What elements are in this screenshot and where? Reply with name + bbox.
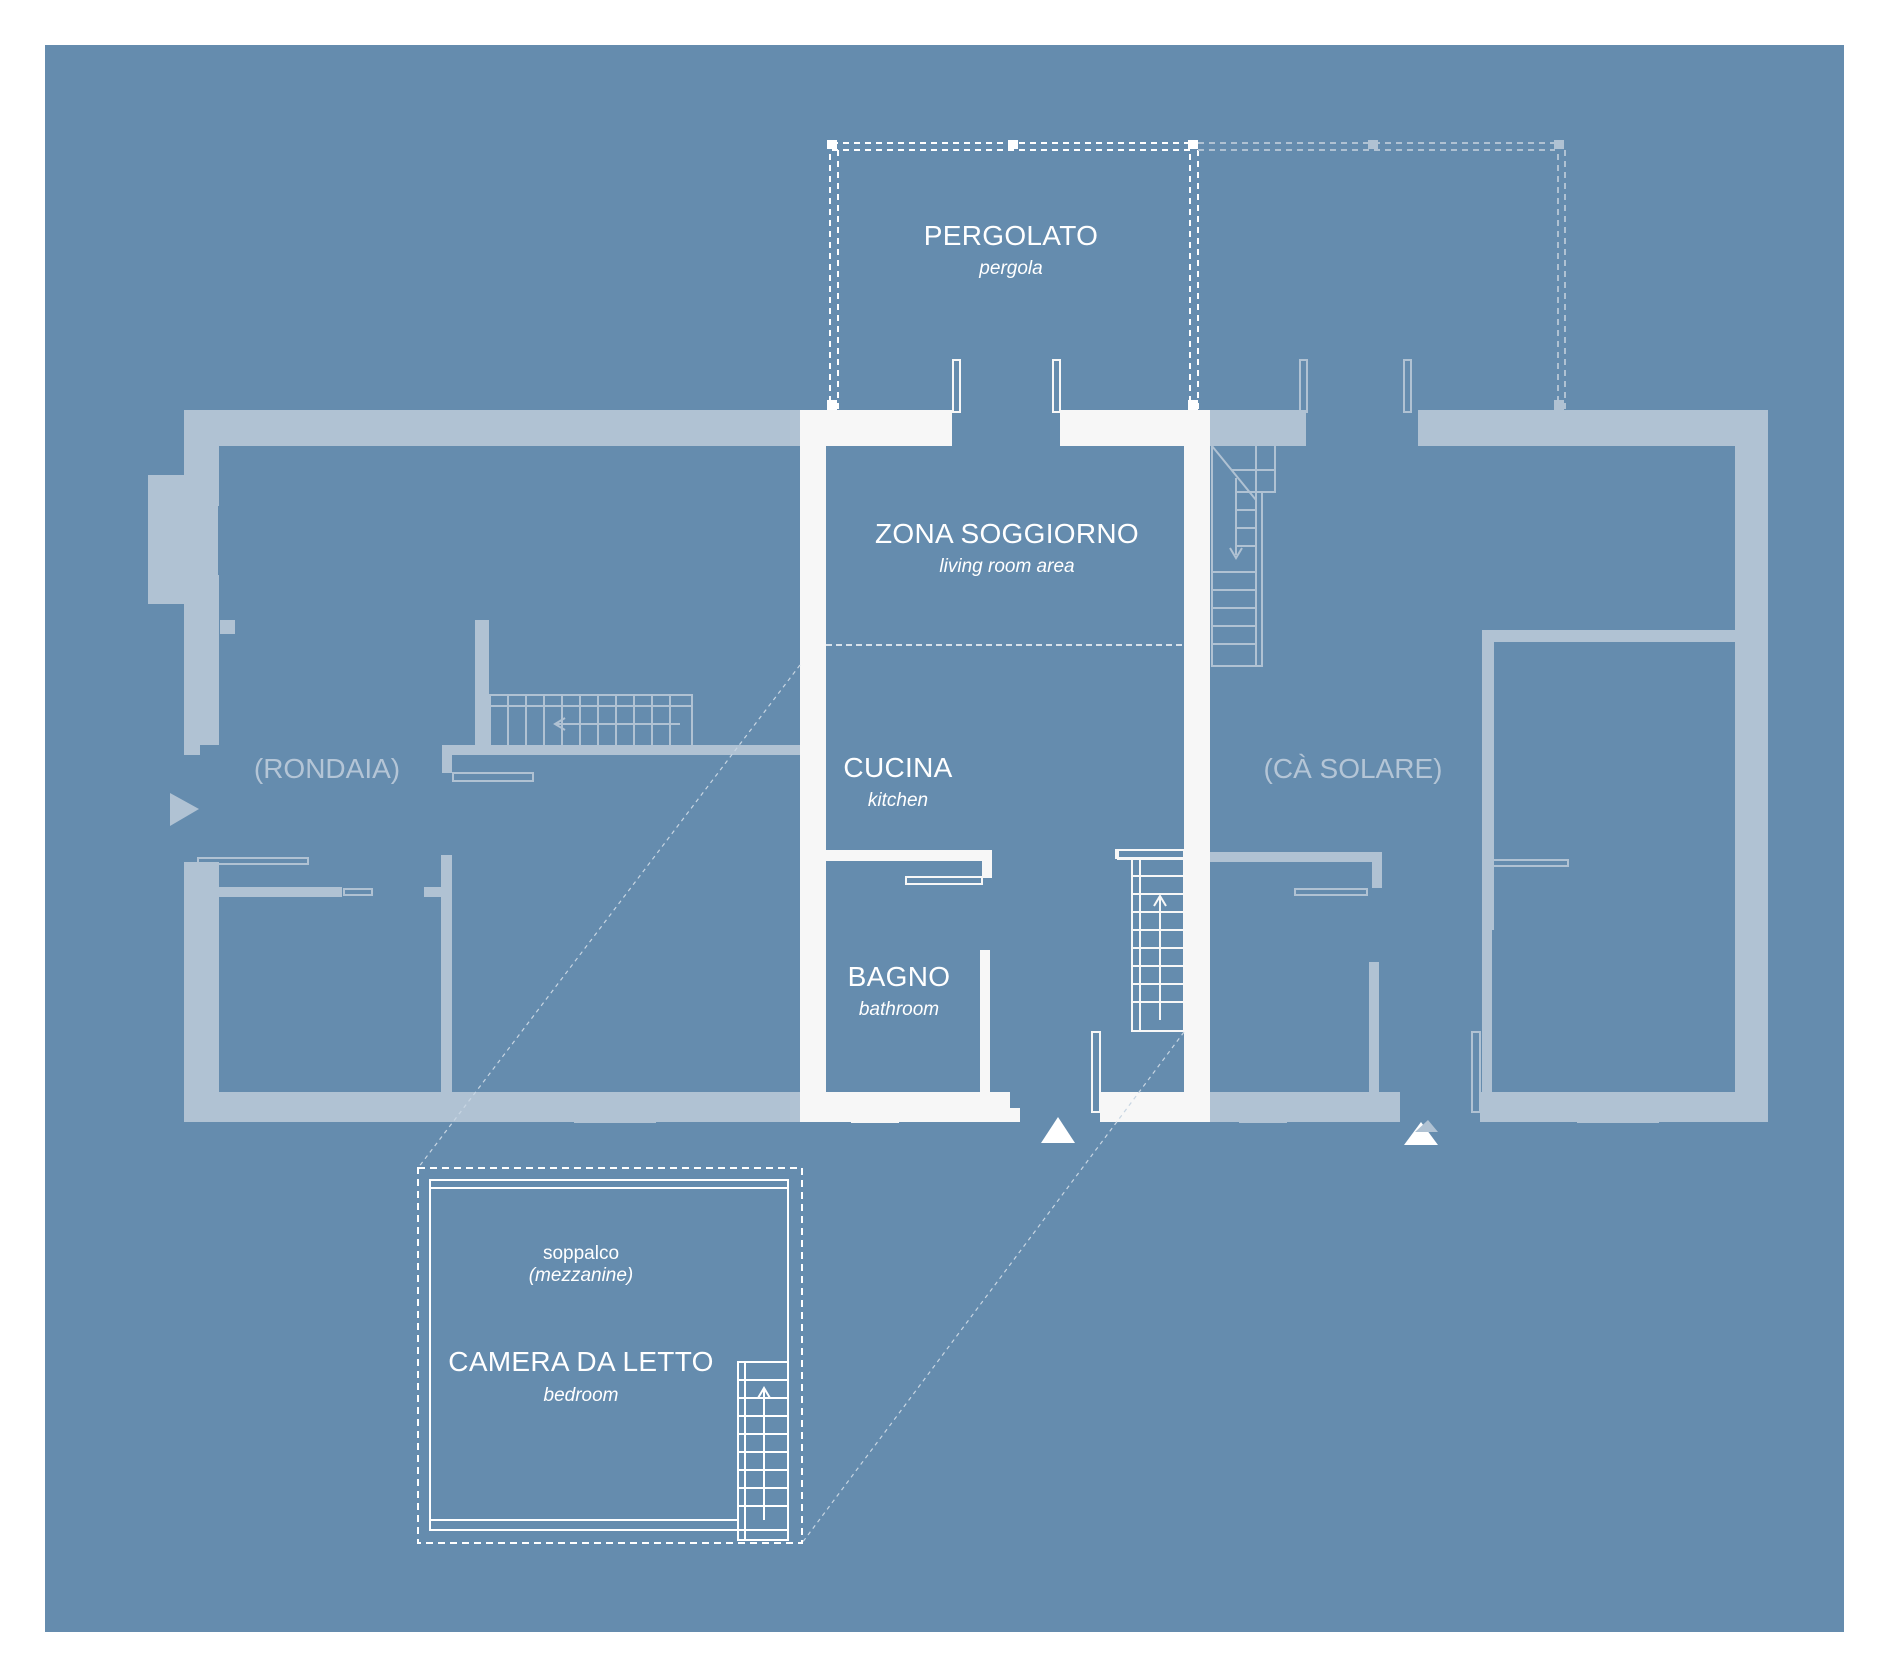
cucina-title: CUCINA bbox=[843, 752, 953, 783]
camera-title: CAMERA DA LETTO bbox=[448, 1346, 714, 1377]
staircase-icon bbox=[1117, 849, 1185, 1032]
entrance-triangle-icon bbox=[1041, 1117, 1075, 1143]
central-walls bbox=[800, 410, 1210, 1122]
ca-solare-details bbox=[1239, 412, 1677, 1123]
bagno-subtitle: bathroom bbox=[858, 999, 940, 1020]
cucina-subtitle: kitchen bbox=[867, 790, 929, 811]
zona-soggiorno-title: ZONA SOGGIORNO bbox=[874, 518, 1140, 549]
staircase-icon bbox=[737, 1361, 789, 1541]
ca-solare-label: (CÀ SOLARE) bbox=[1263, 753, 1443, 784]
rondaia-details bbox=[185, 412, 681, 1123]
staircase-icon bbox=[489, 694, 693, 748]
projection-lines bbox=[417, 664, 1185, 1544]
pergola-posts bbox=[827, 140, 1564, 410]
zona-soggiorno-subtitle: living room area bbox=[939, 556, 1075, 577]
soppalco-title: soppalco bbox=[542, 1243, 620, 1264]
ca-solare-walls bbox=[1210, 410, 1768, 1122]
pergola-outline bbox=[829, 142, 1566, 410]
entrance-arrow-icon bbox=[170, 793, 199, 826]
staircase-icon bbox=[1211, 445, 1276, 667]
pergolato-title: PERGOLATO bbox=[923, 220, 1099, 251]
camera-subtitle: bedroom bbox=[543, 1385, 619, 1406]
rondaia-label: (RONDAIA) bbox=[253, 753, 401, 784]
bagno-title: BAGNO bbox=[847, 961, 951, 992]
mezzanine-walls bbox=[429, 1179, 789, 1531]
rondaia-walls bbox=[148, 410, 800, 1122]
ghost-window-frames bbox=[1299, 359, 1412, 413]
entrance-triangle-icon bbox=[1404, 1120, 1438, 1145]
pergolato-subtitle: pergola bbox=[979, 258, 1043, 279]
mezzanine-outline bbox=[417, 1167, 803, 1544]
plan-background bbox=[45, 45, 1844, 1632]
soppalco-subtitle: (mezzanine) bbox=[528, 1265, 634, 1286]
